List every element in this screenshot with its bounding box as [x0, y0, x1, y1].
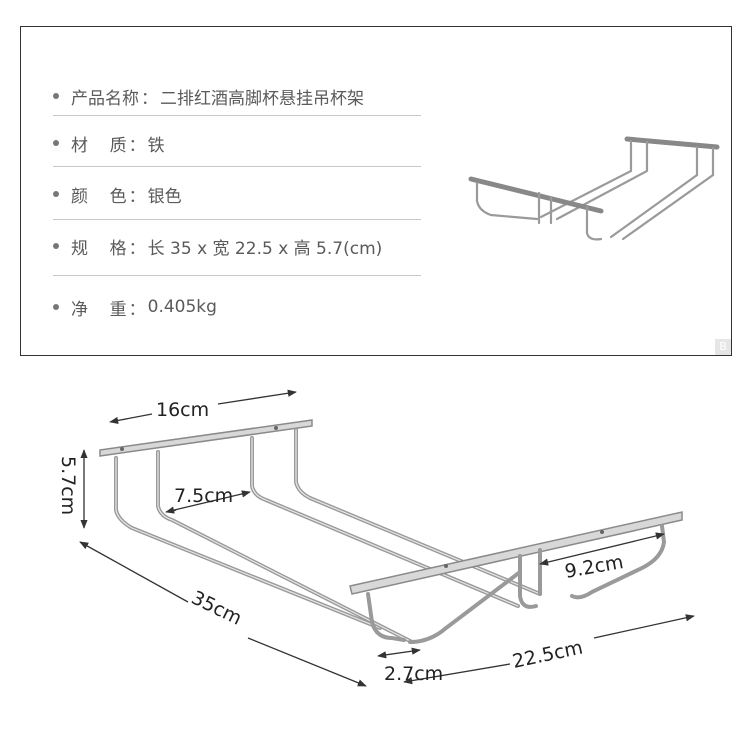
dim-depth: 22.5cm: [510, 637, 584, 673]
spec-separator: ：: [128, 135, 146, 156]
spec-value: 0.405kg: [147, 297, 217, 317]
bullet-icon: [53, 140, 59, 146]
row-divider: [53, 115, 421, 116]
spec-separator: ：: [128, 186, 146, 207]
bullet-icon: [53, 191, 59, 197]
spec-label: 净 重: [71, 299, 127, 320]
spec-label: 产品名称: [71, 88, 139, 109]
spec-value: 铁: [147, 135, 165, 156]
spec-label: 材 质: [71, 135, 127, 156]
spec-value: 银色: [147, 186, 182, 207]
dim-top-width: 16cm: [156, 399, 209, 421]
row-divider: [53, 275, 421, 276]
spec-separator: ：: [128, 299, 146, 320]
spec-label: 颜 色: [71, 186, 127, 207]
product-thumbnail: [468, 136, 720, 241]
spec-row-material: 材 质 ： 铁: [53, 117, 421, 169]
corner-mark: B: [715, 339, 731, 355]
spec-separator: ：: [128, 238, 146, 259]
spec-separator: ：: [141, 88, 158, 109]
dim-gap: 2.7cm: [384, 663, 443, 685]
spec-row-weight: 净 重 ： 0.405kg: [53, 281, 421, 333]
bullet-icon: [53, 243, 59, 249]
rack-drawing: [99, 419, 683, 644]
product-spec-panel: 产品名称 ： 二排红酒高脚杯悬挂吊杯架 材 质 ： 铁 颜 色 ： 银色 规 格…: [20, 26, 732, 356]
dimension-diagram: 16cm 5.7cm 7.5cm 9.2cm 35cm 2.7cm 22.5cm: [57, 389, 695, 687]
spec-value: 长 35 x 宽 22.5 x 高 5.7(cm): [147, 238, 383, 259]
row-divider: [53, 166, 421, 167]
spec-row-color: 颜 色 ： 银色: [53, 168, 421, 220]
spec-row-name: 产品名称 ： 二排红酒高脚杯悬挂吊杯架: [53, 70, 421, 122]
dim-inner-width: 7.5cm: [174, 485, 233, 507]
spec-label: 规 格: [71, 238, 127, 259]
row-divider: [53, 219, 421, 220]
dim-height: 5.7cm: [57, 456, 79, 515]
spec-value: 二排红酒高脚杯悬挂吊杯架: [160, 88, 364, 109]
bullet-icon: [53, 93, 59, 99]
bullet-icon: [53, 304, 59, 310]
dim-length: 35cm: [188, 587, 245, 630]
spec-row-size: 规 格 ： 长 35 x 宽 22.5 x 高 5.7(cm): [53, 220, 421, 272]
